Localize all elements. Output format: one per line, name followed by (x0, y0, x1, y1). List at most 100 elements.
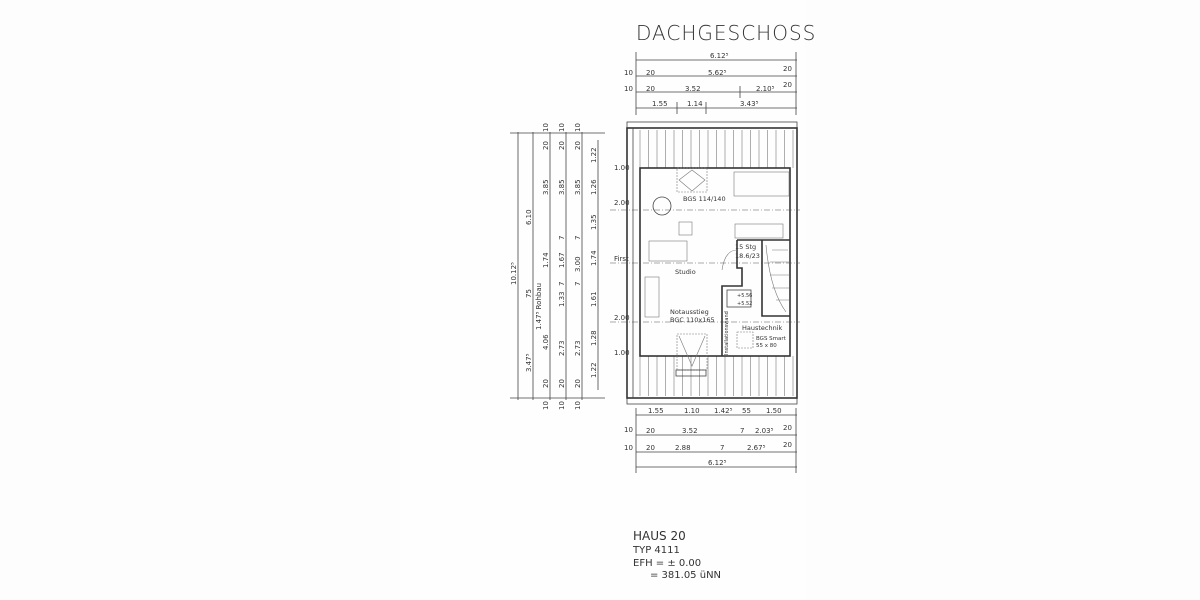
plan-title: DACHGESCHOSS (636, 21, 816, 45)
dimension-label: 20 (646, 69, 655, 77)
dimension-label: 20 (646, 427, 655, 435)
round-table-icon (652, 196, 672, 216)
dimension-label: 20 (558, 379, 566, 388)
dimension-label: 2.10⁵ (756, 85, 775, 93)
dimension-label: 3.47⁵ (525, 353, 533, 372)
dimension-label: 20 (558, 141, 566, 150)
dimension-label: 10 (574, 123, 582, 132)
dimension-label: 20 (783, 424, 792, 432)
dimension-label: 7 (558, 236, 566, 240)
room-exit: Notausstieg (670, 308, 709, 316)
dimension-label: 7 (574, 282, 582, 286)
dimension-label: 20 (783, 81, 792, 89)
dimension-label: 1.00 (614, 164, 630, 172)
dimension-label: 1.55 (648, 407, 664, 415)
room-tech: Haustechnik (742, 324, 783, 332)
dimension-label: 2.00 (614, 199, 630, 207)
dimension-label: 1.50 (766, 407, 782, 415)
dimension-label: 3.43⁵ (740, 100, 759, 108)
dimension-label: 10 (624, 426, 633, 434)
dimension-label: 10 (558, 123, 566, 132)
efh-level: EFH = ± 0.00 (633, 558, 701, 569)
dimension-label: 1.47⁵ Rohbau (535, 283, 543, 330)
dimension-label: 20 (542, 379, 550, 388)
house-type: TYP 4111 (632, 545, 680, 556)
dimension-label: 55 (742, 407, 751, 415)
sofa-icon (648, 240, 688, 262)
dimension-label: First (614, 255, 629, 263)
dimension-label: 3.85 (558, 179, 566, 195)
dimension-label: 1.42⁵ (714, 407, 733, 415)
tech-window: BGS Smart (756, 336, 787, 342)
house-number: HAUS 20 (633, 529, 686, 543)
dimension-label: 3.85 (542, 179, 550, 195)
room-labels: BGS 114/140 15 Stg 18.6/23 Studio Notaus… (670, 195, 787, 355)
desk-icon (644, 276, 660, 318)
tech-window-size: 55 x 80 (756, 343, 777, 349)
dimension-label: 5.62⁵ (708, 69, 727, 77)
dimension-label: 1.67 (558, 252, 566, 268)
installation-wall: Installationswand (724, 311, 730, 355)
dimension-label: 10 (624, 69, 633, 77)
nn-level: = 381.05 üNN (650, 570, 721, 581)
paper (400, 0, 805, 600)
dimension-label: 20 (542, 141, 550, 150)
building-outline (610, 121, 800, 405)
dimension-label: 3.85 (574, 179, 582, 195)
dimension-label: 10.12⁵ (510, 262, 518, 285)
dimension-label: 7 (720, 444, 724, 452)
dimension-label: 6.12⁵ (710, 52, 729, 60)
dimension-label: 10 (542, 401, 550, 410)
dimension-label: 1.14 (687, 100, 703, 108)
dimension-label: 2.00 (614, 314, 630, 322)
dimension-label: 10 (542, 123, 550, 132)
height-marks: 1.00 2.00 First 2.00 1.00 (614, 164, 630, 357)
dimension-label: 20 (783, 65, 792, 73)
dimension-label: 1.74 (542, 252, 550, 268)
dimension-label: 1.28 (590, 330, 598, 346)
room-studio: Studio (675, 268, 696, 276)
dimension-label: 1.26 (590, 179, 598, 195)
dimension-label: 2.73 (574, 340, 582, 356)
dimension-label: 2.03⁵ (755, 427, 774, 435)
dimension-label: 6.12⁵ (708, 459, 727, 467)
dimension-label: 6.10 (525, 209, 533, 225)
dimension-label: 20 (783, 441, 792, 449)
dimension-label: 1.33 (558, 291, 566, 307)
top-dimensions: 6.12⁵ 10 20 5.62⁵ 20 10 20 3.52 2.10⁵ 20… (624, 52, 797, 115)
dimension-label: 20 (574, 141, 582, 150)
dimension-label: 7 (574, 236, 582, 240)
title-block: HAUS 20 TYP 4111 EFH = ± 0.00 = 381.05 ü… (632, 529, 721, 581)
dimension-label: 1.35 (590, 214, 598, 230)
stairs-ratio: 18.6/23 (735, 252, 760, 260)
window-label: BGS 114/140 (683, 195, 726, 203)
dimension-label: 2.88 (675, 444, 691, 452)
dimension-label: 20 (574, 379, 582, 388)
dimension-label: 1.74 (590, 250, 598, 266)
dimension-label: 1.00 (614, 349, 630, 357)
dimension-label: 10 (558, 401, 566, 410)
dimension-label: 20 (646, 85, 655, 93)
dimension-label: 3.52 (682, 427, 698, 435)
roof-rafters (639, 130, 794, 168)
bottom-dimensions: 1.55 1.10 1.42⁵ 55 1.50 10 20 3.52 7 2.0… (624, 407, 797, 473)
dimension-label: 1.22 (590, 147, 598, 163)
level-mark-2: +5.52 (737, 301, 752, 307)
roof-rafters (639, 356, 794, 396)
dimension-label: 7 (558, 282, 566, 286)
dimension-label: 10 (624, 444, 633, 452)
dimension-label: 75 (525, 289, 533, 298)
dimension-label: 3.00 (574, 256, 582, 272)
dimension-label: 2.73 (558, 340, 566, 356)
left-dimensions: 10.12⁵ 6.10 75 1.47⁵ Rohbau 3.47⁵ 20 3.8… (510, 123, 605, 410)
dimension-label: 4.06 (542, 334, 550, 350)
level-mark-1: +5.56 (737, 293, 752, 299)
exit-window: BGC 110x165 (670, 316, 715, 324)
dimension-label: 20 (646, 444, 655, 452)
dimension-label: 1.55 (652, 100, 668, 108)
dimension-label: 10 (574, 401, 582, 410)
dimension-label: 2.67⁵ (747, 444, 766, 452)
dimension-label: 1.61 (590, 291, 598, 307)
dimension-label: 3.52 (685, 85, 701, 93)
